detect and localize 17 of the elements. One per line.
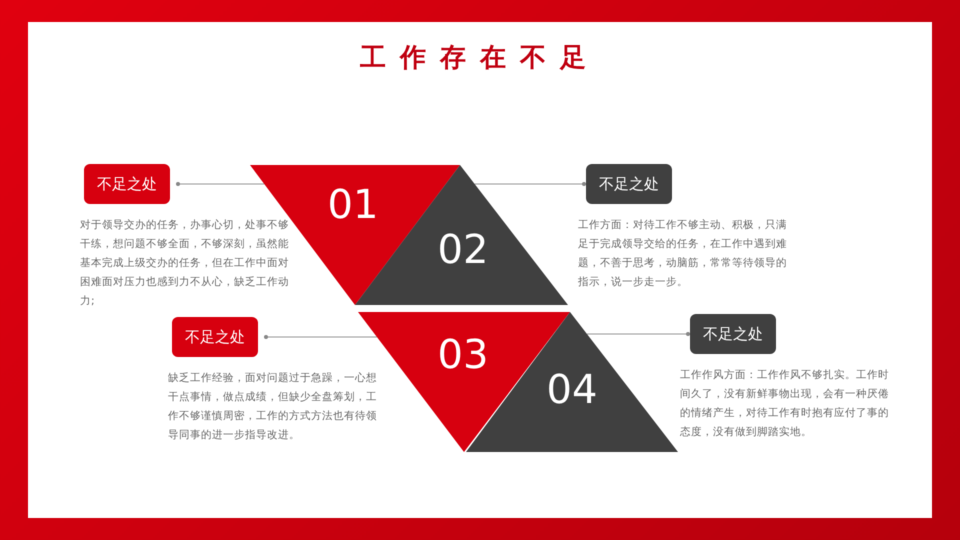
label-tag: 不足之处 — [172, 317, 258, 357]
description-text: 工作作风方面：工作作风不够扎实。工作时间久了，没有新鲜事物出现，会有一种厌倦的情绪产生，对待工作有时抱有应付了事的态度，没有做到脚踏实地。 — [680, 368, 890, 440]
leader-line — [474, 182, 586, 186]
step-number: 02 — [436, 228, 490, 272]
label-tag: 不足之处 — [84, 164, 170, 204]
step-number: 03 — [436, 333, 490, 377]
title: 工作存在不足 — [359, 42, 601, 75]
leader-line — [176, 182, 265, 186]
description-text: 缺乏工作经验，面对问题过于急躁，一心想干点事情，做点成绩，但缺少全盘筹划，工作不够谨慎周密，工作的方式方法也有待领导同事的进一步指导改进。 — [168, 371, 378, 443]
label-tag: 不足之处 — [690, 314, 776, 354]
leader-line — [586, 332, 690, 336]
step-number: 01 — [326, 183, 380, 227]
description-text: 对于领导交办的任务，办事心切，处事不够干练，想问题不够全面，不够深刻，虽然能基本完成上级交办的任务，但在工作中面对困难面对压力也感到力不从心，缺乏工作动力; — [80, 218, 290, 309]
leader-line — [264, 335, 378, 339]
label-tag: 不足之处 — [586, 164, 672, 204]
step-number: 04 — [546, 368, 598, 412]
description-text: 工作方面：对待工作不够主动、积极，只满足于完成领导交给的任务，在工作中遇到难题，不善于思考，动脑筋，常常等待领导的指示，说一步走一步。 — [578, 218, 788, 290]
